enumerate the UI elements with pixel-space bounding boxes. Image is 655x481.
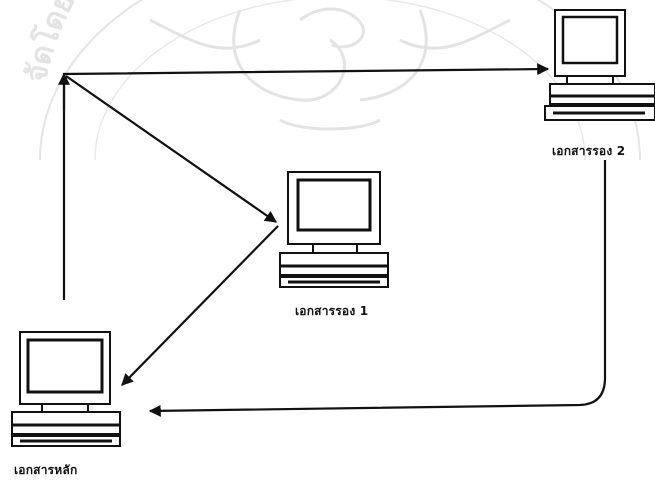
- node-sub1-label: เอกสารรอง 1: [295, 302, 368, 321]
- watermark-seal: จัดโดยศีพระจอมเกล้าเจ้าคุณทหาร: [19, 0, 640, 160]
- edge-sub1-to-main: [122, 226, 278, 385]
- node-main-computer-icon: [12, 332, 120, 446]
- node-sub2-computer-icon: [545, 10, 655, 120]
- node-sub1-computer-icon: [280, 172, 388, 287]
- node-sub2-label: เอกสารรอง 2: [552, 142, 625, 161]
- edge-main-to-sub1: [66, 76, 276, 222]
- node-main-label: เอกสารหลัก: [14, 461, 77, 480]
